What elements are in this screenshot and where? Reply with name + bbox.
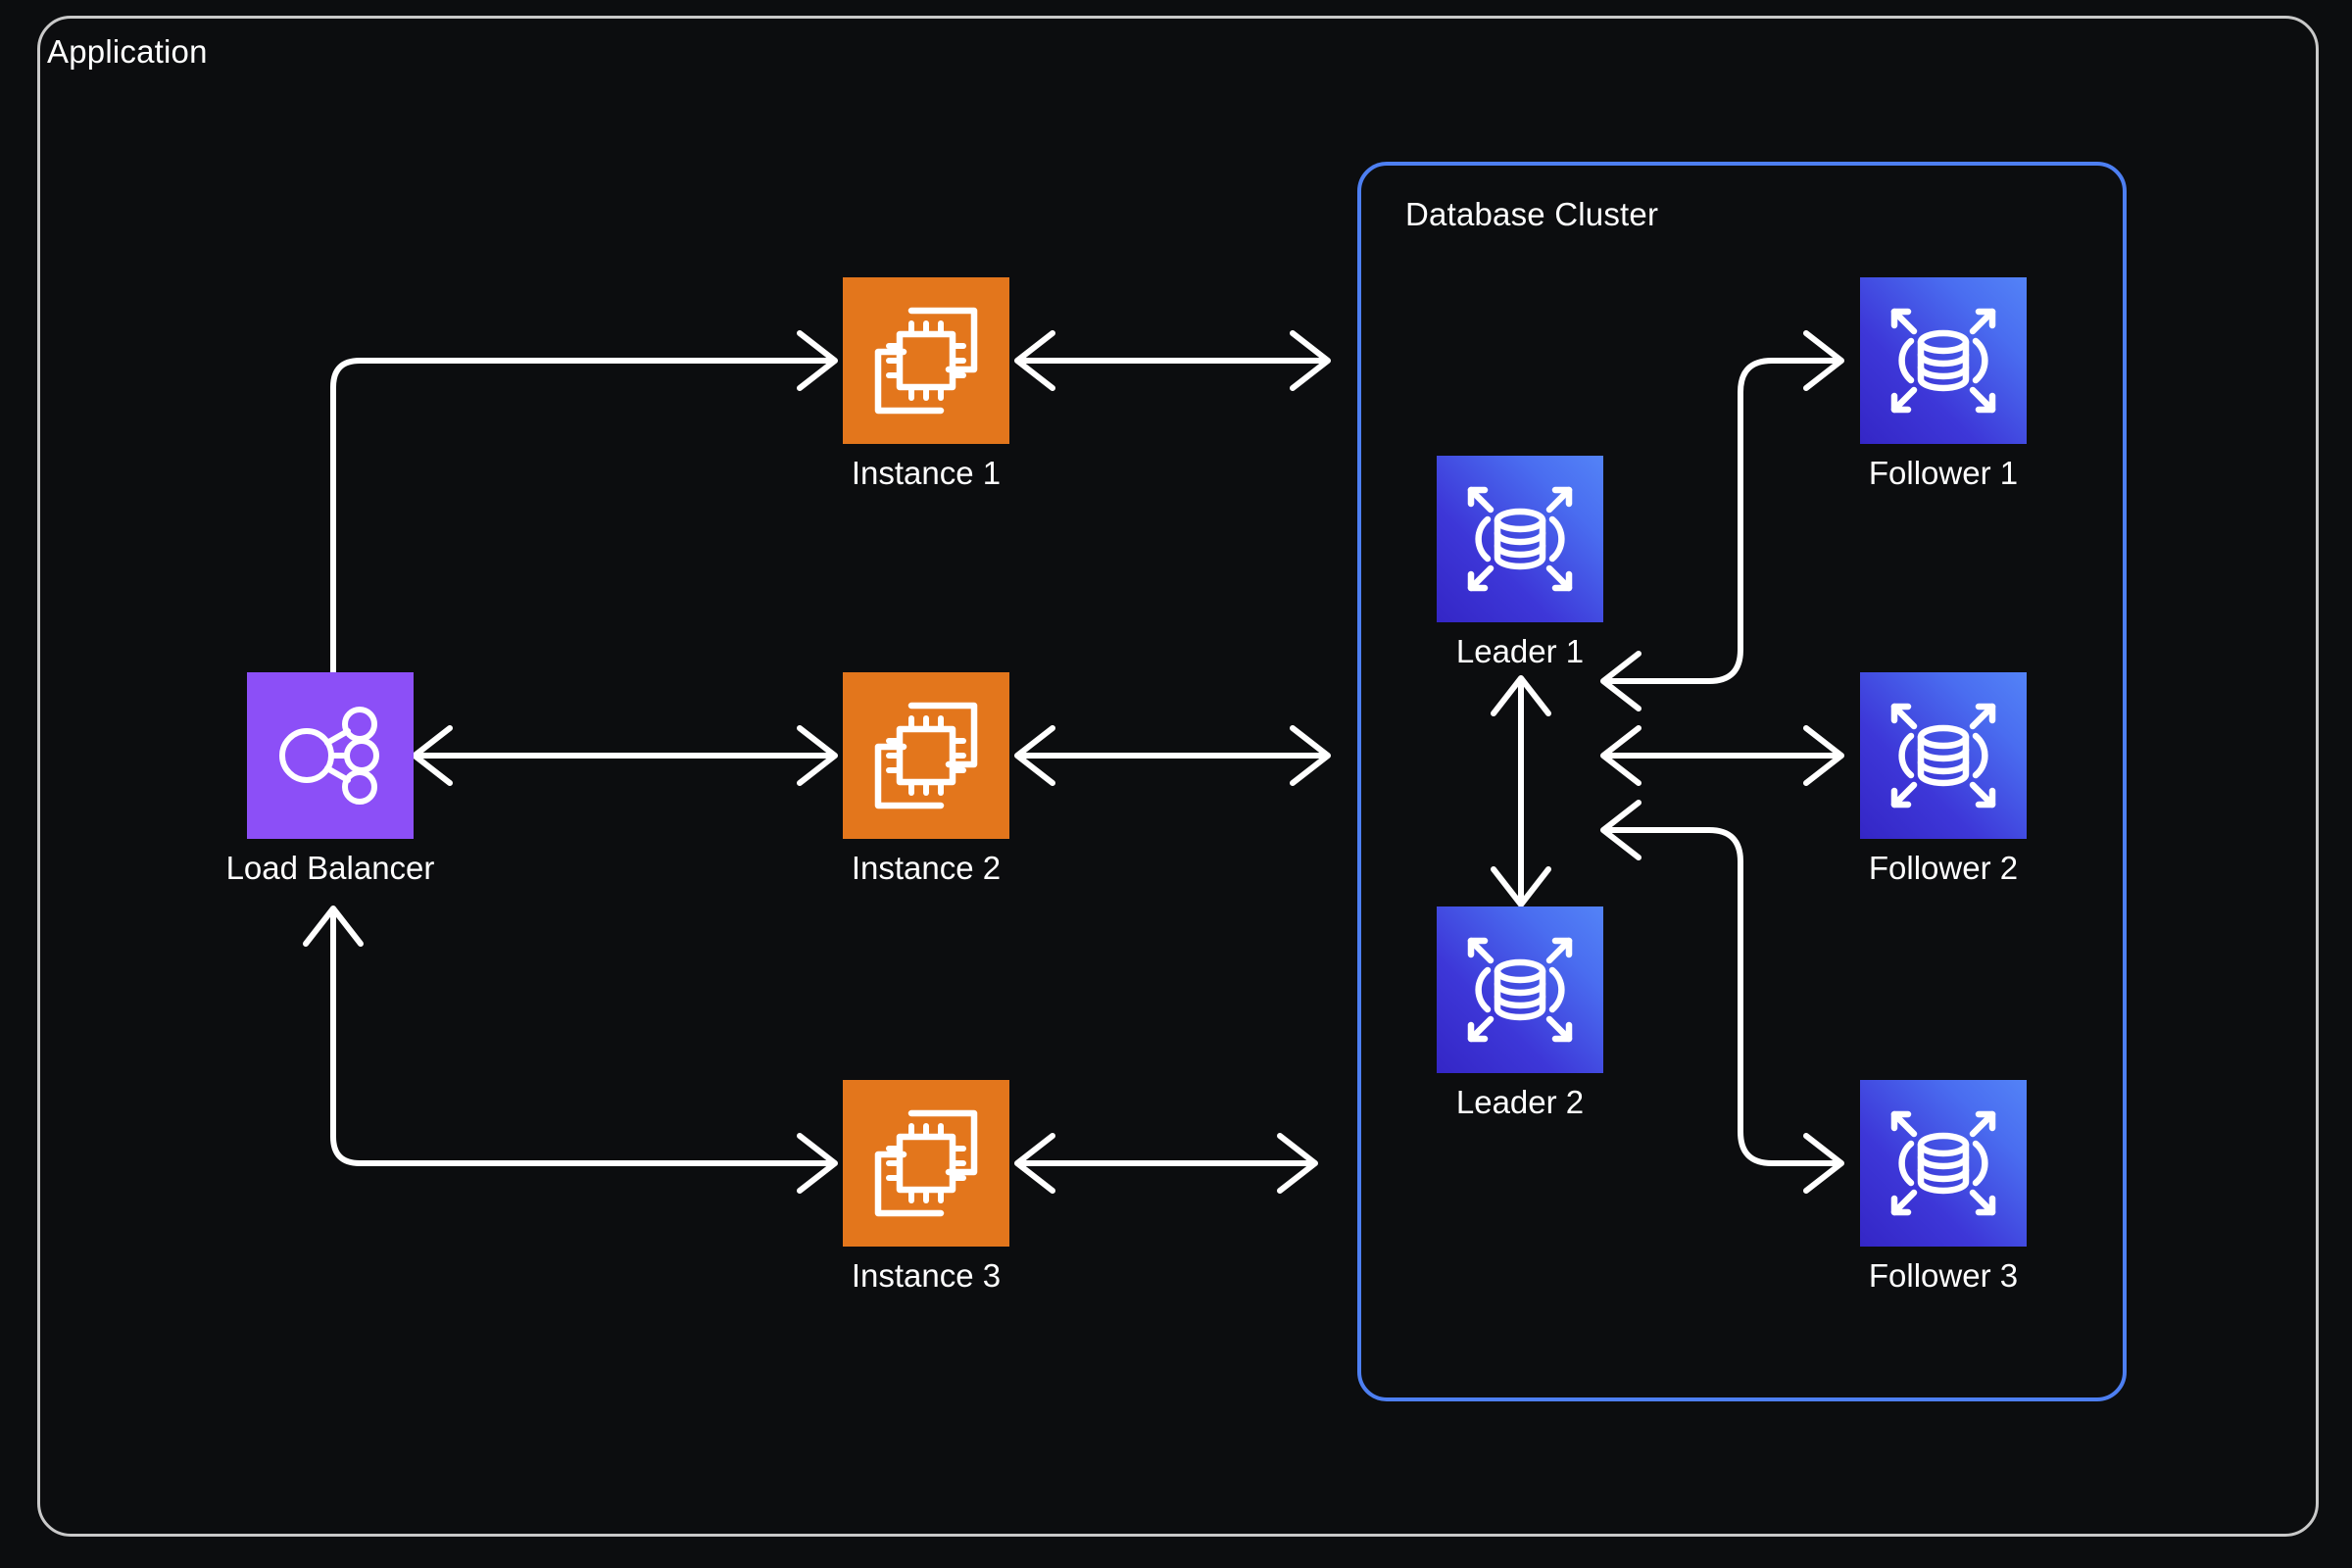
database-icon (1860, 277, 2027, 444)
group-application (37, 16, 2319, 1537)
group-database-cluster (1357, 162, 2127, 1401)
ec2-instance-icon (843, 1080, 1009, 1247)
load-balancer-icon (247, 672, 414, 839)
database-icon (1860, 672, 2027, 839)
group-application-label: Application (47, 33, 208, 70)
node-label-instance2: Instance 2 (851, 850, 1002, 886)
ec2-instance-icon (843, 672, 1009, 839)
ec2-instance-icon (843, 277, 1009, 444)
node-label-leader2: Leader 2 (1455, 1084, 1585, 1120)
node-label-instance3: Instance 3 (851, 1257, 1002, 1294)
database-icon (1860, 1080, 2027, 1247)
node-label-follower1: Follower 1 (1868, 455, 2019, 491)
node-label-follower2: Follower 2 (1868, 850, 2019, 886)
database-icon (1437, 906, 1603, 1073)
node-label-load-balancer: Load Balancer (225, 850, 435, 886)
node-label-follower3: Follower 3 (1868, 1257, 2019, 1294)
node-label-instance1: Instance 1 (851, 455, 1002, 491)
node-label-leader1: Leader 1 (1455, 633, 1585, 669)
group-database-cluster-label: Database Cluster (1405, 196, 1659, 232)
database-icon (1437, 456, 1603, 622)
